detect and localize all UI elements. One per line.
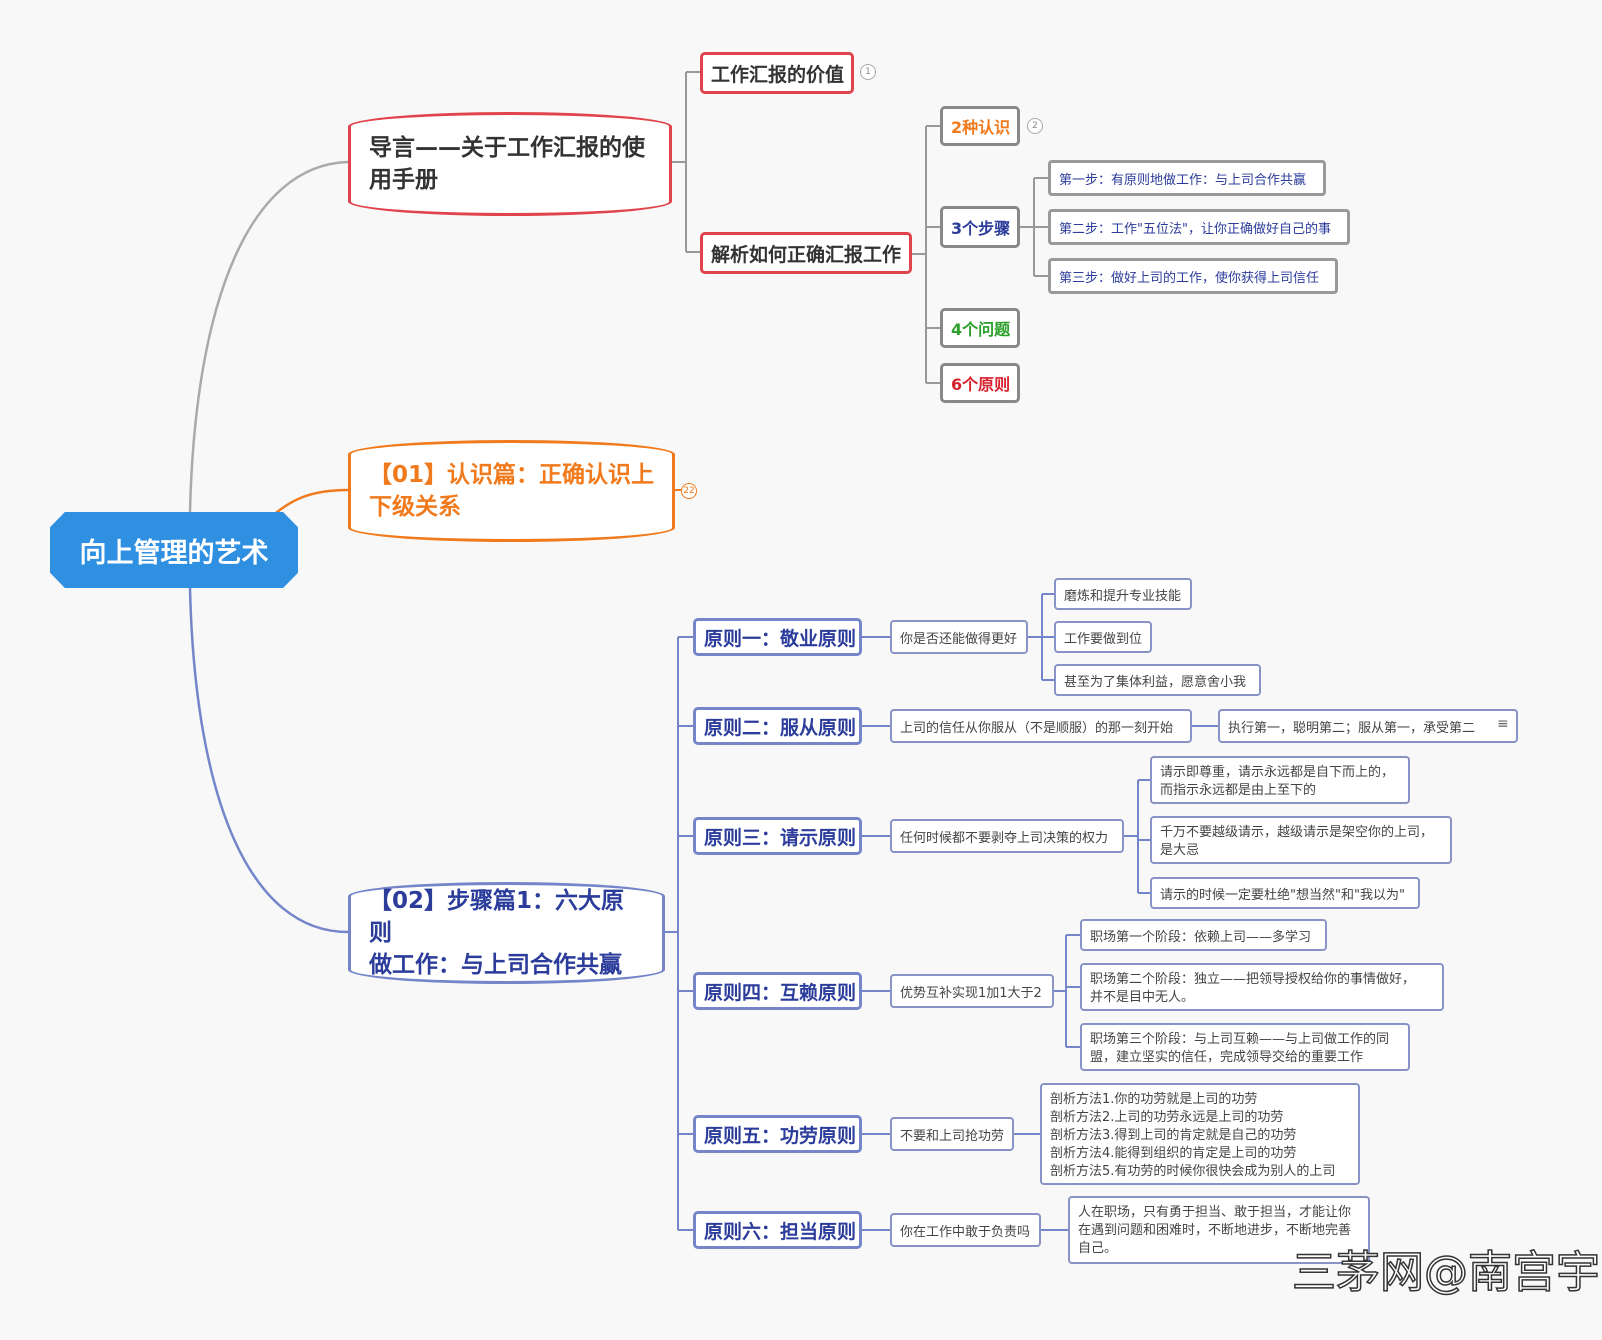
cognition-line2: 下级关系	[369, 494, 461, 520]
steps-part-topic[interactable]: 【02】步骤篇1：六大原则做工作：与上司合作共赢	[348, 882, 665, 984]
principle-6-sub[interactable]: 你在工作中敢于负责吗	[890, 1213, 1041, 1247]
text-line: 职场第三个阶段：与上司互赖——与上司做工作的同	[1090, 1032, 1390, 1047]
principle-3-leaf-3[interactable]: 请示的时候一定要杜绝"想当然"和"我以为"	[1150, 877, 1420, 909]
intro-topic[interactable]: 导言——关于工作汇报的使用手册	[348, 112, 672, 216]
principle-2-leaf-1[interactable]: 执行第一，聪明第二；服从第一，承受第二	[1218, 709, 1518, 743]
principle-5-topic[interactable]: 原则五：功劳原则	[693, 1115, 862, 1153]
principle-5-leaf-1[interactable]: 剖析方法1.你的功劳就是上司的功劳 剖析方法2.上司的功劳永远是上司的功劳 剖析…	[1040, 1083, 1360, 1185]
principle-6-leaf-1[interactable]: 人在职场，只有勇于担当、敢于担当，才能让你 在遇到问题和困难时，不断地进步，不断…	[1068, 1196, 1370, 1264]
two-cognitions-topic[interactable]: 2种认识	[940, 106, 1020, 146]
four-questions-topic[interactable]: 4个问题	[940, 308, 1020, 348]
text-line: 千万不要越级请示，越级请示是架空你的上司，	[1160, 825, 1434, 840]
principle-3-leaf-2[interactable]: 千万不要越级请示，越级请示是架空你的上司， 是大忌	[1150, 816, 1452, 864]
principle-3-sub[interactable]: 任何时候都不要剥夺上司决策的权力	[890, 819, 1124, 853]
principle-2-sub[interactable]: 上司的信任从你服从（不是顺服）的那一刻开始	[890, 709, 1192, 743]
principle-6-topic[interactable]: 原则六：担当原则	[693, 1211, 862, 1249]
principle-4-leaf-1[interactable]: 职场第一个阶段：依赖上司——多学习	[1080, 919, 1327, 951]
watermark-text: 三茅网@南宫宇	[1291, 1246, 1601, 1299]
intro-title-line2: 用手册	[369, 167, 438, 193]
steps-part-line1: 【02】步骤篇1：六大原则	[369, 888, 625, 946]
principle-3-topic[interactable]: 原则三：请示原则	[693, 817, 862, 855]
text-line: 盟，建立坚实的信任，完成领导交给的重要工作	[1090, 1050, 1364, 1065]
step-2[interactable]: 第二步：工作"五位法"，让你正确做好自己的事	[1048, 209, 1350, 245]
analysis-topic[interactable]: 解析如何正确汇报工作	[700, 232, 912, 274]
principle-1-leaf-3[interactable]: 甚至为了集体利益，愿意舍小我	[1054, 664, 1261, 696]
principle-4-topic[interactable]: 原则四：互赖原则	[693, 972, 862, 1010]
principle-1-leaf-1[interactable]: 磨炼和提升专业技能	[1054, 578, 1192, 610]
principle-1-sub[interactable]: 你是否还能做得更好	[890, 620, 1028, 654]
cognition-line1: 【01】认识篇：正确认识上	[369, 462, 655, 488]
principle-1-topic[interactable]: 原则一：敬业原则	[693, 618, 862, 656]
text-line: 并不是目中无人。	[1090, 990, 1195, 1005]
step-3[interactable]: 第三步：做好上司的工作，使你获得上司信任	[1048, 258, 1338, 294]
text-line: 是大忌	[1160, 843, 1200, 858]
text-line: 自己。	[1078, 1241, 1118, 1256]
text-line: 剖析方法1.你的功劳就是上司的功劳	[1050, 1092, 1258, 1107]
step-1[interactable]: 第一步：有原则地做工作：与上司合作共赢	[1048, 160, 1326, 196]
text-line: 剖析方法5.有功劳的时候你很快会成为别人的上司	[1050, 1164, 1336, 1179]
text-line: 职场第二个阶段：独立——把领导授权给你的事情做好，	[1090, 972, 1416, 987]
principle-1-leaf-2[interactable]: 工作要做到位	[1054, 621, 1152, 653]
text-line: 人在职场，只有勇于担当、敢于担当，才能让你	[1078, 1205, 1352, 1220]
collapsed-count-badge[interactable]: 22	[681, 483, 697, 499]
count-badge-2[interactable]: 2	[1027, 118, 1043, 134]
note-icon[interactable]: ≡	[1497, 716, 1509, 732]
text-line: 剖析方法4.能得到组织的肯定是上司的功劳	[1050, 1146, 1297, 1161]
text-line: 在遇到问题和困难时，不断地进步，不断地完善	[1078, 1223, 1352, 1238]
root-topic[interactable]: 向上管理的艺术	[50, 512, 298, 588]
work-report-value-topic[interactable]: 工作汇报的价值	[700, 52, 854, 94]
principle-2-topic[interactable]: 原则二：服从原则	[693, 707, 862, 745]
six-principles-topic[interactable]: 6个原则	[940, 363, 1020, 403]
intro-title-line1: 导言——关于工作汇报的使	[369, 135, 645, 161]
principle-4-leaf-2[interactable]: 职场第二个阶段：独立——把领导授权给你的事情做好， 并不是目中无人。	[1080, 963, 1444, 1011]
three-steps-topic[interactable]: 3个步骤	[940, 206, 1020, 248]
text-line: 请示即尊重，请示永远都是自下而上的，	[1160, 765, 1395, 780]
cognition-topic[interactable]: 【01】认识篇：正确认识上下级关系	[348, 440, 675, 542]
principle-4-sub[interactable]: 优势互补实现1加1大于2	[890, 974, 1054, 1008]
principle-3-leaf-1[interactable]: 请示即尊重，请示永远都是自下而上的， 而指示永远都是由上至下的	[1150, 756, 1410, 804]
principle-4-leaf-3[interactable]: 职场第三个阶段：与上司互赖——与上司做工作的同盟，建立坚实的信任，完成领导交给的…	[1080, 1023, 1410, 1071]
text-line: 剖析方法3.得到上司的肯定就是自己的功劳	[1050, 1128, 1297, 1143]
principle-5-sub[interactable]: 不要和上司抢功劳	[890, 1117, 1014, 1151]
text-line: 而指示永远都是由上至下的	[1160, 783, 1317, 798]
steps-part-line2: 做工作：与上司合作共赢	[369, 952, 622, 978]
text-line: 剖析方法2.上司的功劳永远是上司的功劳	[1050, 1110, 1284, 1125]
count-badge[interactable]: 1	[860, 64, 876, 80]
